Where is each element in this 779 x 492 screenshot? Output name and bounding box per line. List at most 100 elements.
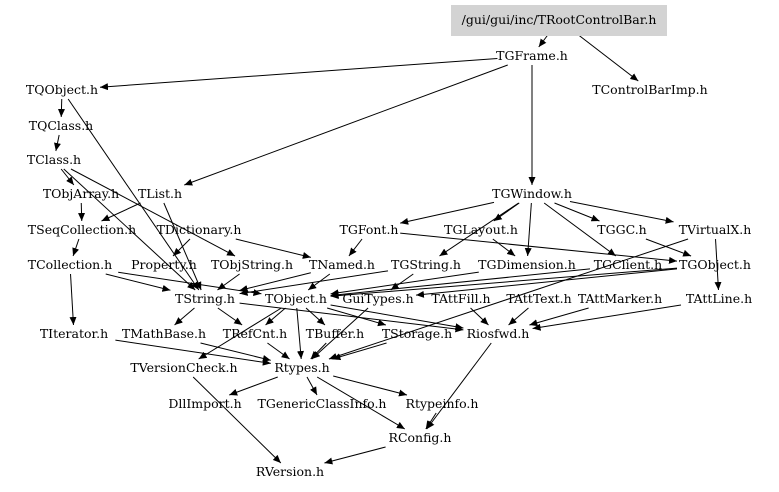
node-tattfill[interactable]: TAttFill.h <box>431 291 490 306</box>
edge-tgfont-to-tgobject <box>400 232 678 264</box>
node-tlist[interactable]: TList.h <box>138 186 182 201</box>
node-rtypes[interactable]: Rtypes.h <box>274 360 329 375</box>
node-label: TAttText.h <box>506 291 571 306</box>
edge-rtypes-to-tgenericclassinfo <box>306 376 318 396</box>
node-tgstring[interactable]: TGString.h <box>391 257 461 272</box>
edge-tstring-to-tmathbase <box>174 307 195 326</box>
edge-tclass-to-tstring <box>63 168 196 291</box>
node-rconfig[interactable]: RConfig.h <box>389 430 452 445</box>
edge-rtypeinfo-to-rconfig <box>425 412 437 430</box>
node-tstorage[interactable]: TStorage.h <box>382 326 452 341</box>
edge-tgfont-to-tnamed <box>348 238 363 257</box>
node-tattmarker[interactable]: TAttMarker.h <box>578 291 662 306</box>
edge-tgwindow-to-tggc <box>554 202 600 222</box>
node-tqclass[interactable]: TQClass.h <box>29 118 93 133</box>
edge-tqclass-to-tclass <box>54 134 61 152</box>
node-label: TSeqCollection.h <box>28 222 136 237</box>
node-trefcnt[interactable]: TRefCnt.h <box>223 326 287 341</box>
node-tseqcollection[interactable]: TSeqCollection.h <box>28 222 136 237</box>
node-tgframe[interactable]: TGFrame.h <box>496 48 568 63</box>
edge-tversioncheck-to-rversion <box>192 376 282 464</box>
node-tqobject[interactable]: TQObject.h <box>26 82 98 97</box>
node-label: TGLayout.h <box>444 222 518 237</box>
node-label: TControlBarImp.h <box>592 82 707 97</box>
edge-tvirtualx-to-tattline <box>714 238 722 291</box>
node-tcontrolbarimp[interactable]: TControlBarImp.h <box>592 82 707 97</box>
node-label: TQClass.h <box>29 118 93 133</box>
node-tobjarray[interactable]: TObjArray.h <box>43 186 119 201</box>
node-label: TObjString.h <box>211 257 293 272</box>
node-tclass[interactable]: TClass.h <box>27 152 81 167</box>
node-label: TGGC.h <box>597 222 646 237</box>
edge-tobject-to-riosfwd <box>330 304 464 331</box>
node-tgdimension[interactable]: TGDimension.h <box>478 257 576 272</box>
node-rversion[interactable]: RVersion.h <box>256 464 324 479</box>
edge-tbuffer-to-rtypes <box>310 342 327 360</box>
node-label: TVirtualX.h <box>679 222 752 237</box>
node-tggc[interactable]: TGGC.h <box>597 222 646 237</box>
node-tgobject[interactable]: TGObject.h <box>679 257 751 272</box>
node-tstring[interactable]: TString.h <box>175 291 235 306</box>
node-root[interactable]: /gui/gui/inc/TRootControlBar.h <box>451 5 667 36</box>
edge-rtypes-to-dllimport <box>229 376 278 396</box>
edge-tseqcollection-to-tcollection <box>72 238 80 257</box>
node-property[interactable]: Property.h <box>131 257 197 272</box>
edge-tcollection-to-titerator <box>69 273 77 326</box>
node-tversioncheck[interactable]: TVersionCheck.h <box>130 360 237 375</box>
node-rtypeinfo[interactable]: Rtypeinfo.h <box>406 396 479 411</box>
node-tobject[interactable]: TObject.h <box>265 291 327 306</box>
edge-tlist-to-tseqcollection <box>101 202 141 222</box>
node-titerator[interactable]: TIterator.h <box>40 326 108 341</box>
edge-tatttext-to-riosfwd <box>508 307 529 326</box>
edge-tggc-to-tgobject <box>645 238 692 257</box>
node-riosfwd[interactable]: Riosfwd.h <box>467 326 530 341</box>
node-label: TRefCnt.h <box>223 326 287 341</box>
edge-tnamed-to-tstring <box>239 272 311 292</box>
edge-tglayout-to-tgdimension <box>492 238 516 257</box>
edge-rtypes-to-rconfig <box>316 376 406 430</box>
edge-tobjarray-to-tseqcollection <box>78 202 86 222</box>
node-tgwindow[interactable]: TGWindow.h <box>492 186 572 201</box>
edge-rconfig-to-rversion <box>324 446 386 465</box>
node-tvirtualx[interactable]: TVirtualX.h <box>679 222 752 237</box>
node-label: TQObject.h <box>26 82 98 97</box>
node-label: /gui/gui/inc/TRootControlBar.h <box>462 12 657 27</box>
node-tgclient[interactable]: TGClient.h <box>594 257 662 272</box>
edge-riosfwd-to-rconfig <box>426 342 492 430</box>
node-label: TObject.h <box>265 291 327 306</box>
edge-root-to-tgframe <box>538 34 549 48</box>
node-label: TGFont.h <box>340 222 399 237</box>
node-label: Property.h <box>131 257 197 272</box>
edge-tdictionary-to-property <box>172 238 191 257</box>
node-tcollection[interactable]: TCollection.h <box>28 257 112 272</box>
edge-tgclient-to-tobject <box>330 268 591 299</box>
edge-tclass-to-tobjarray <box>60 168 75 186</box>
node-label: TGFrame.h <box>496 48 568 63</box>
node-tgenericclassinfo[interactable]: TGenericClassInfo.h <box>258 396 387 411</box>
node-label: Rtypeinfo.h <box>406 396 479 411</box>
edge-tmathbase-to-rtypes <box>200 342 271 362</box>
node-tatttext[interactable]: TAttText.h <box>506 291 571 306</box>
node-label: TStorage.h <box>382 326 452 341</box>
node-tglayout[interactable]: TGLayout.h <box>444 222 518 237</box>
edges <box>54 34 722 465</box>
node-label: TClass.h <box>27 152 81 167</box>
node-tgfont[interactable]: TGFont.h <box>340 222 399 237</box>
node-tdictionary[interactable]: TDictionary.h <box>157 222 242 237</box>
root-node-box <box>451 5 667 36</box>
node-tbuffer[interactable]: TBuffer.h <box>306 326 364 341</box>
node-label: TList.h <box>138 186 182 201</box>
node-tmathbase[interactable]: TMathBase.h <box>122 326 206 341</box>
node-guitypes[interactable]: GuiTypes.h <box>342 291 413 306</box>
node-tattline[interactable]: TAttLine.h <box>686 291 752 306</box>
node-dllimport[interactable]: DllImport.h <box>168 396 241 411</box>
node-tnamed[interactable]: TNamed.h <box>309 257 375 272</box>
edge-tqobject-to-tqclass <box>57 98 65 118</box>
edge-tstorage-to-rtypes <box>332 342 387 361</box>
edge-tstring-to-riosfwd <box>239 302 464 333</box>
node-label: TVersionCheck.h <box>130 360 237 375</box>
node-tobjstring[interactable]: TObjString.h <box>211 257 293 272</box>
node-label: TObjArray.h <box>43 186 119 201</box>
edge-trefcnt-to-rtypes <box>267 342 290 360</box>
